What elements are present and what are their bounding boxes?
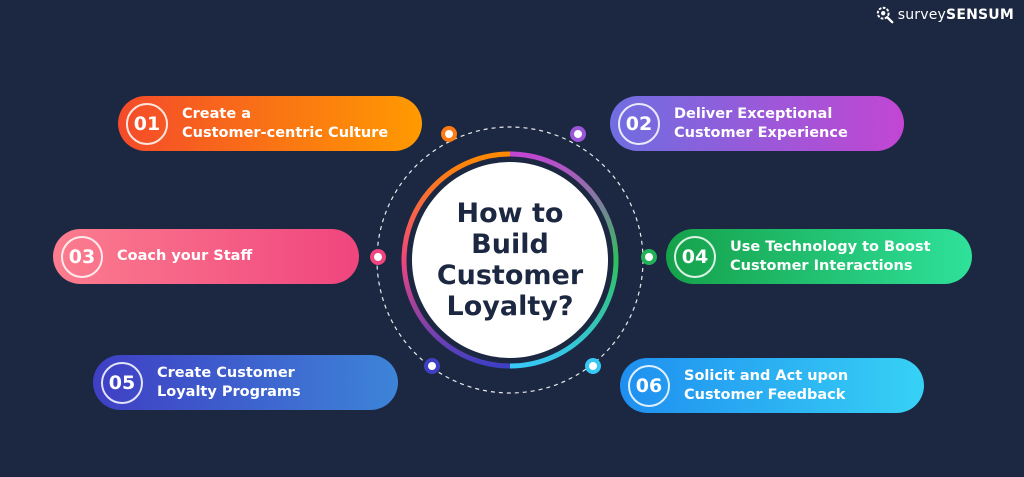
step-03-pill: 03 Coach your Staff [53, 229, 359, 284]
step-04-number: 04 [674, 235, 716, 278]
step-04-label: Use Technology to Boost Customer Interac… [730, 238, 931, 274]
step-06-label: Solicit and Act upon Customer Feedback [684, 367, 849, 403]
logo-text-survey: survey [897, 7, 947, 23]
center-title: How to Build Customer Loyalty? [436, 198, 584, 322]
step-02-label: Deliver Exceptional Customer Experience [674, 105, 848, 141]
orbit-dot-01 [441, 126, 457, 142]
step-01-label: Create a Customer-centric Culture [182, 105, 389, 141]
step-05-label: Create Customer Loyalty Programs [157, 364, 301, 400]
orbit-dot-02 [570, 126, 586, 142]
step-02-pill: 02 Deliver Exceptional Customer Experien… [610, 96, 904, 151]
orbit-dot-06 [585, 358, 601, 374]
orbit-dot-05 [424, 358, 440, 374]
color-ring-left [401, 151, 511, 369]
color-ring-right [509, 151, 619, 369]
step-06-number: 06 [628, 364, 670, 407]
orbit-dot-03 [370, 249, 386, 265]
step-05-number: 05 [101, 361, 143, 404]
logo-text-sensum: SENSUM [946, 7, 1014, 23]
step-02-number: 02 [618, 102, 660, 145]
step-01-pill: 01 Create a Customer-centric Culture [118, 96, 422, 151]
orbit-dot-04 [641, 249, 657, 265]
step-06-pill: 06 Solicit and Act upon Customer Feedbac… [620, 358, 924, 413]
center-circle: How to Build Customer Loyalty? [412, 162, 608, 358]
step-04-pill: 04 Use Technology to Boost Customer Inte… [666, 229, 972, 284]
step-03-number: 03 [61, 235, 103, 278]
step-03-label: Coach your Staff [117, 248, 253, 264]
magnifier-gear-icon [876, 6, 894, 24]
step-01-number: 01 [126, 102, 168, 145]
step-05-pill: 05 Create Customer Loyalty Programs [93, 355, 398, 410]
